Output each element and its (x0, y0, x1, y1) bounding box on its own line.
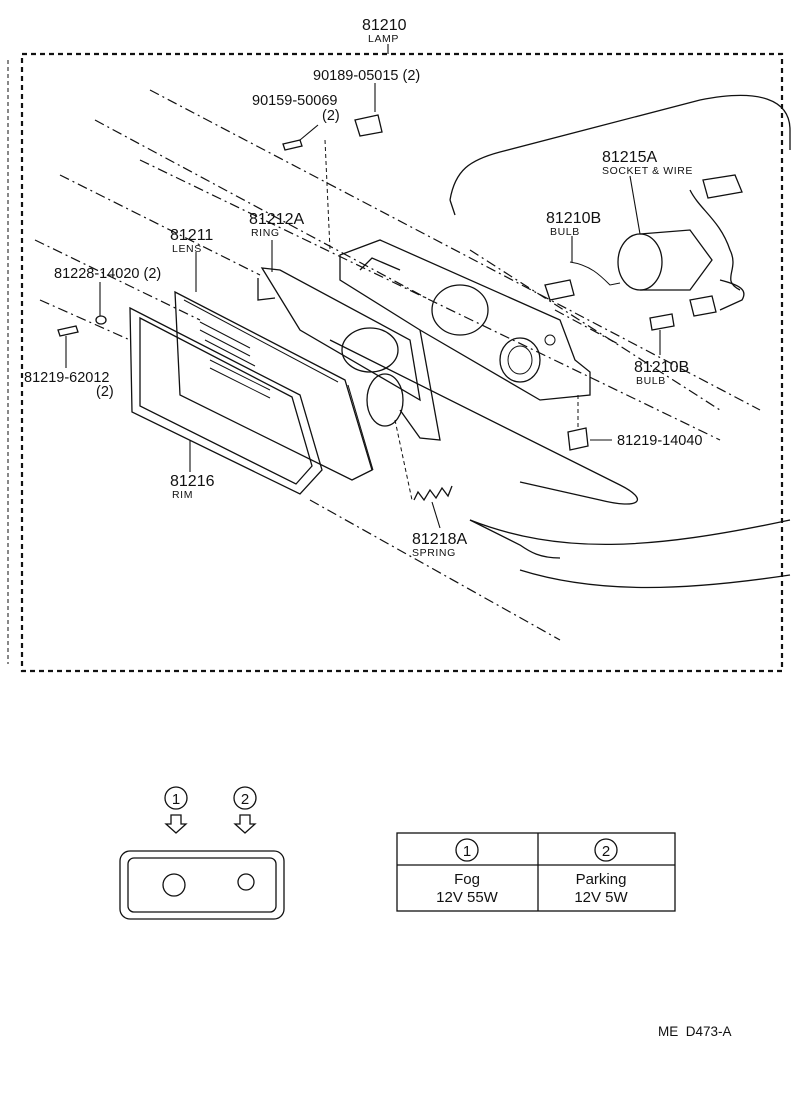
table-header-circle-1 (455, 838, 479, 862)
lamp-face-inner (127, 857, 277, 913)
arrow-down-icon-2 (233, 814, 257, 834)
callout-81216: 81216 (170, 473, 215, 490)
callout-bulb-upper-name: BULB (550, 226, 580, 238)
center-lines (34, 89, 761, 641)
socket-and-wire-part (617, 174, 745, 317)
table-cell-fog-spec: 12V 55W (436, 889, 499, 906)
callout-81210b-lower: 81210B (634, 359, 689, 376)
callout-lens-name: LENS (172, 243, 202, 255)
top-screw-and-clip (282, 114, 383, 251)
callout-81210b-upper: 81210B (546, 210, 601, 227)
arrow-down-icon-1 (164, 814, 188, 834)
housing-part (339, 239, 591, 441)
bulb-spec-table: 1 2 Fog 12V 55W Parking 12V 5W (396, 832, 676, 912)
spring-symbol (413, 485, 453, 502)
leader-lines (65, 83, 661, 529)
washer-symbol (95, 315, 107, 325)
table-cell-parking: Parking (576, 871, 627, 888)
lens-part (174, 290, 374, 481)
ring-part (257, 267, 421, 427)
bulbs-part (544, 261, 675, 331)
lamp-face-legend: 1 2 (119, 786, 285, 920)
rim-part (129, 306, 323, 495)
lamp-face-outer (119, 850, 285, 920)
callout-81219-62012-qty: (2) (96, 384, 114, 400)
table-header-2: 2 (602, 843, 610, 860)
assembly-name: LAMP (368, 33, 399, 45)
vehicle-body-outline (329, 94, 791, 589)
fog-lamp-hole (162, 873, 186, 897)
marker-2-label: 2 (241, 791, 249, 808)
callout-81212a: 81212A (249, 211, 304, 228)
callout-81211: 81211 (170, 227, 213, 244)
callout-rim-name: RIM (172, 489, 193, 501)
callout-90159-50069-qty: (2) (322, 108, 340, 124)
marker-circle-2 (233, 786, 257, 810)
callout-socket-wire-name: SOCKET & WIRE (602, 165, 693, 177)
assembly-part-number: 81210 (362, 17, 407, 34)
parking-lamp-hole (237, 873, 255, 891)
callout-90189-05015: 90189-05015 (2) (313, 68, 420, 84)
callout-81215a: 81215A (602, 149, 657, 166)
callout-81218a: 81218A (412, 531, 467, 548)
table-cell-fog: Fog (454, 871, 480, 888)
callout-81219-14040: 81219-14040 (617, 433, 702, 449)
callout-81228-14020: 81228-14020 (2) (54, 266, 161, 282)
callout-ring-name: RING (251, 227, 280, 239)
small-fasteners (57, 315, 589, 502)
marker-circle-1 (164, 786, 188, 810)
callout-bulb-lower-name: BULB (636, 375, 666, 387)
table-border (396, 832, 676, 912)
table-cell-parking-spec: 12V 5W (574, 889, 628, 906)
nut-symbol (567, 427, 589, 451)
table-header-circle-2 (594, 838, 618, 862)
table-header-1: 1 (463, 843, 471, 860)
assembly-boundary (20, 52, 784, 673)
callout-81219-62012: 81219-62012 (24, 370, 109, 386)
callout-90159-50069: 90159-50069 (252, 93, 337, 109)
marker-1-label: 1 (172, 791, 180, 808)
callout-spring-name: SPRING (412, 547, 456, 559)
rim-screw-symbol (57, 325, 79, 337)
diagram-code: ME D473-A (658, 1024, 732, 1039)
